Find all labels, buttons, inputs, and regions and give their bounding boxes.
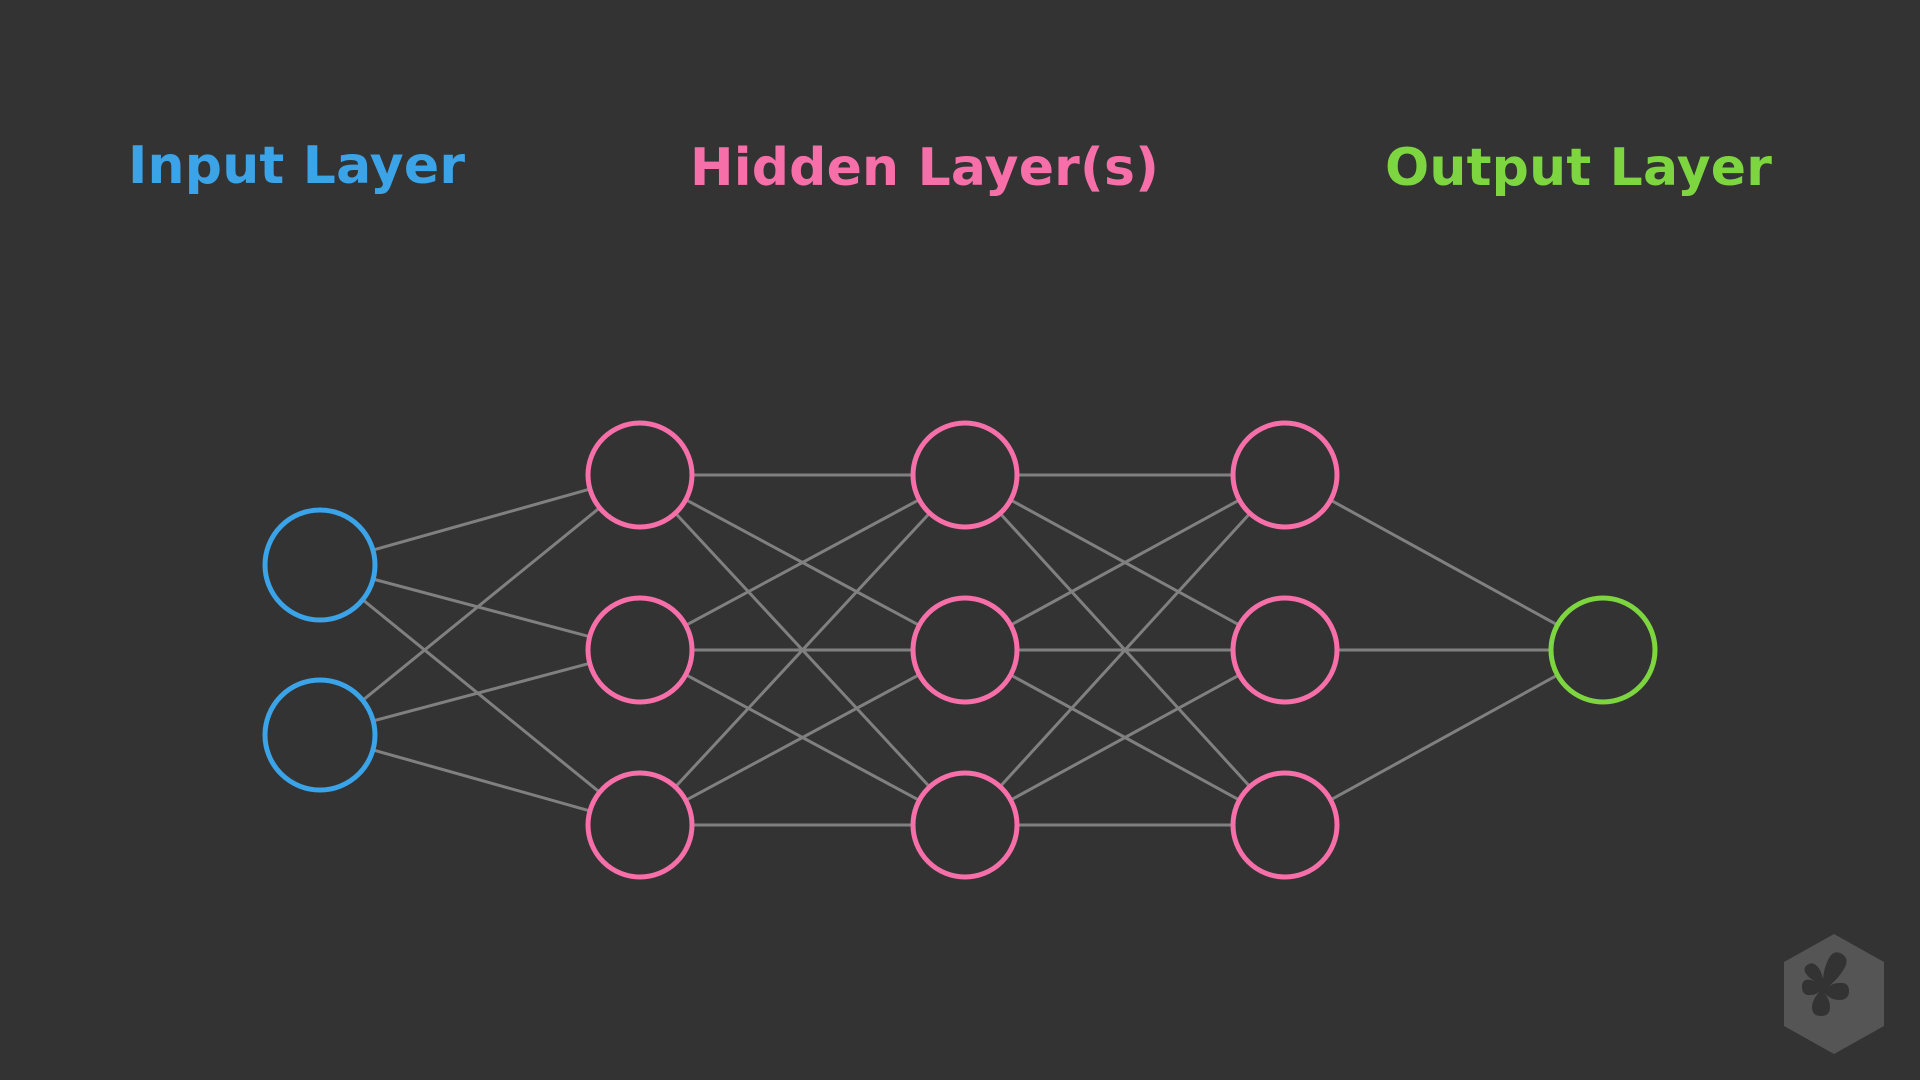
node-h1_1[interactable]: [585, 420, 695, 530]
node-h2_3[interactable]: [910, 770, 1020, 880]
node-h3_2[interactable]: [1230, 595, 1340, 705]
output-layer-label: Output Layer: [1385, 138, 1773, 198]
hidden-layer-label: Hidden Layer(s): [690, 138, 1160, 198]
node-o1[interactable]: [1548, 595, 1658, 705]
edge-h2_3-to-h3_2: [1009, 673, 1241, 802]
node-i1[interactable]: [262, 507, 378, 623]
edge-h1_2-to-h2_1: [684, 498, 921, 627]
node-i2[interactable]: [262, 677, 378, 793]
edge-i1-to-h1_2: [371, 577, 592, 639]
edges-group: [361, 473, 1559, 827]
edge-h1_3-to-h2_2: [684, 673, 921, 802]
edge-h1_3-to-h2_1: [673, 511, 932, 789]
node-h2_2[interactable]: [910, 595, 1020, 705]
edge-h2_2-to-h3_1: [1009, 498, 1241, 627]
nodes-group: [262, 420, 1658, 880]
input-layer-label: Input Layer: [128, 136, 466, 196]
edge-h2_3-to-h3_1: [998, 511, 1252, 789]
edge-i2-to-h1_3: [371, 748, 592, 813]
node-h1_2[interactable]: [585, 595, 695, 705]
edge-i1-to-h1_3: [361, 598, 602, 794]
node-h2_1[interactable]: [910, 420, 1020, 530]
edge-i2-to-h1_2: [371, 661, 592, 723]
edge-i1-to-h1_1: [371, 487, 592, 552]
node-h3_1[interactable]: [1230, 420, 1340, 530]
edge-h3_3-to-o1: [1329, 673, 1559, 802]
edge-h3_1-to-o1: [1329, 498, 1559, 627]
node-h3_3[interactable]: [1230, 770, 1340, 880]
edge-i2-to-h1_1: [361, 506, 602, 702]
node-h1_3[interactable]: [585, 770, 695, 880]
